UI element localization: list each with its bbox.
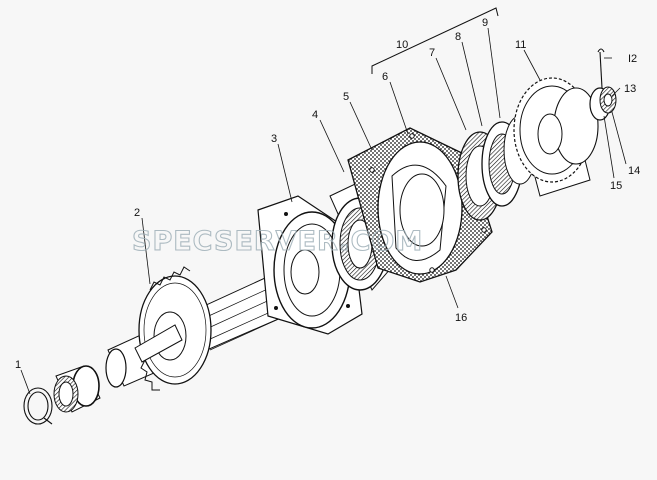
callout-label-1: 1 [15, 359, 21, 371]
bracket-part-10 [371, 7, 499, 74]
watermark-text: SPECSERVER.COM [132, 226, 423, 257]
callout-label-6: 6 [382, 71, 388, 83]
callout-label-5: 5 [343, 91, 349, 103]
callout-label-15: 15 [610, 180, 622, 192]
callout-label-10: 10 [396, 39, 408, 51]
housing-gasket-part-5-6-16 [347, 127, 493, 283]
callout-label-4: 4 [312, 109, 318, 121]
callout-label-13: 13 [624, 83, 636, 95]
callout-label-9: 9 [482, 17, 488, 29]
callout-label-16: 16 [455, 312, 467, 324]
output-gear-part-11 [513, 77, 599, 197]
needle-bearing [53, 365, 101, 413]
roller-bearing-part-7-8-9 [457, 115, 537, 221]
callout-label-12: I2 [628, 53, 637, 65]
callout-label-3: 3 [271, 133, 277, 145]
callout-label-7: 7 [429, 47, 435, 59]
callout-label-11: 11 [515, 39, 526, 51]
retaining-ring-part-1 [23, 387, 53, 425]
nut-washer-pin-part-12-15 [589, 48, 617, 121]
callout-label-2: 2 [134, 207, 140, 219]
callout-label-14: 14 [628, 165, 640, 177]
callout-label-8: 8 [455, 31, 461, 43]
leader-lines [20, 27, 627, 395]
